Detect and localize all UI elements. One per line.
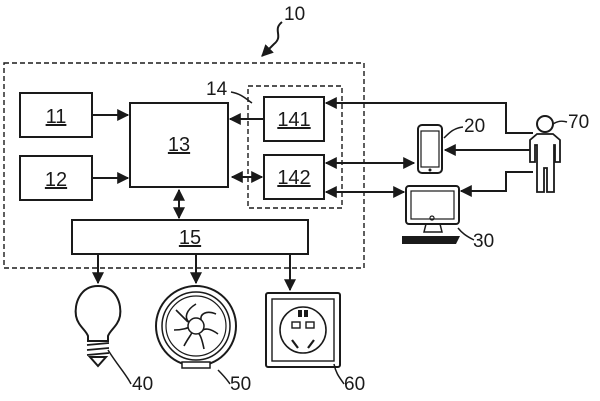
block-15: 15 (71, 219, 309, 255)
fan-ref-leader (217, 369, 231, 385)
block-11-label: 11 (46, 106, 67, 128)
phone-ref-leader (443, 126, 464, 139)
computer-ref-label: 30 (473, 231, 494, 252)
user-ref-leader (552, 120, 568, 125)
socket-ref-leader (333, 363, 345, 385)
arrow-user-to-computer (459, 171, 533, 197)
block-14-label: 14 (206, 79, 228, 100)
phone-ref-label: 20 (464, 116, 485, 137)
block-13-label: 13 (168, 134, 190, 156)
lamp-ref-label: 40 (132, 374, 153, 395)
lamp-ref-leader (107, 349, 132, 385)
block-141-label: 141 (277, 109, 310, 131)
arrow-user-to-141 (324, 97, 533, 134)
block-142-label: 142 (277, 167, 310, 189)
socket-ref-label: 60 (344, 374, 365, 395)
user-icon (529, 115, 561, 193)
block-141: 141 (263, 96, 325, 142)
block-13: 13 (129, 102, 229, 188)
system-ref-leader (261, 21, 283, 57)
block-142: 142 (263, 154, 325, 200)
block-14-group: 14 (206, 79, 343, 209)
block-12-label: 12 (45, 169, 67, 191)
socket-icon (265, 292, 341, 368)
fan-icon (155, 285, 237, 369)
fan-ref-label: 50 (230, 374, 251, 395)
block-11: 11 (19, 92, 93, 138)
lamp-icon (74, 284, 122, 368)
user-ref-label: 70 (568, 112, 589, 133)
system-boundary (3, 62, 365, 269)
phone-icon (417, 124, 443, 174)
computer-icon (402, 185, 460, 244)
block-15-label: 15 (179, 227, 201, 249)
computer-ref-leader (457, 227, 475, 241)
system-ref-label: 10 (284, 4, 305, 25)
block-14-leader (230, 91, 253, 104)
block-12: 12 (19, 155, 93, 201)
